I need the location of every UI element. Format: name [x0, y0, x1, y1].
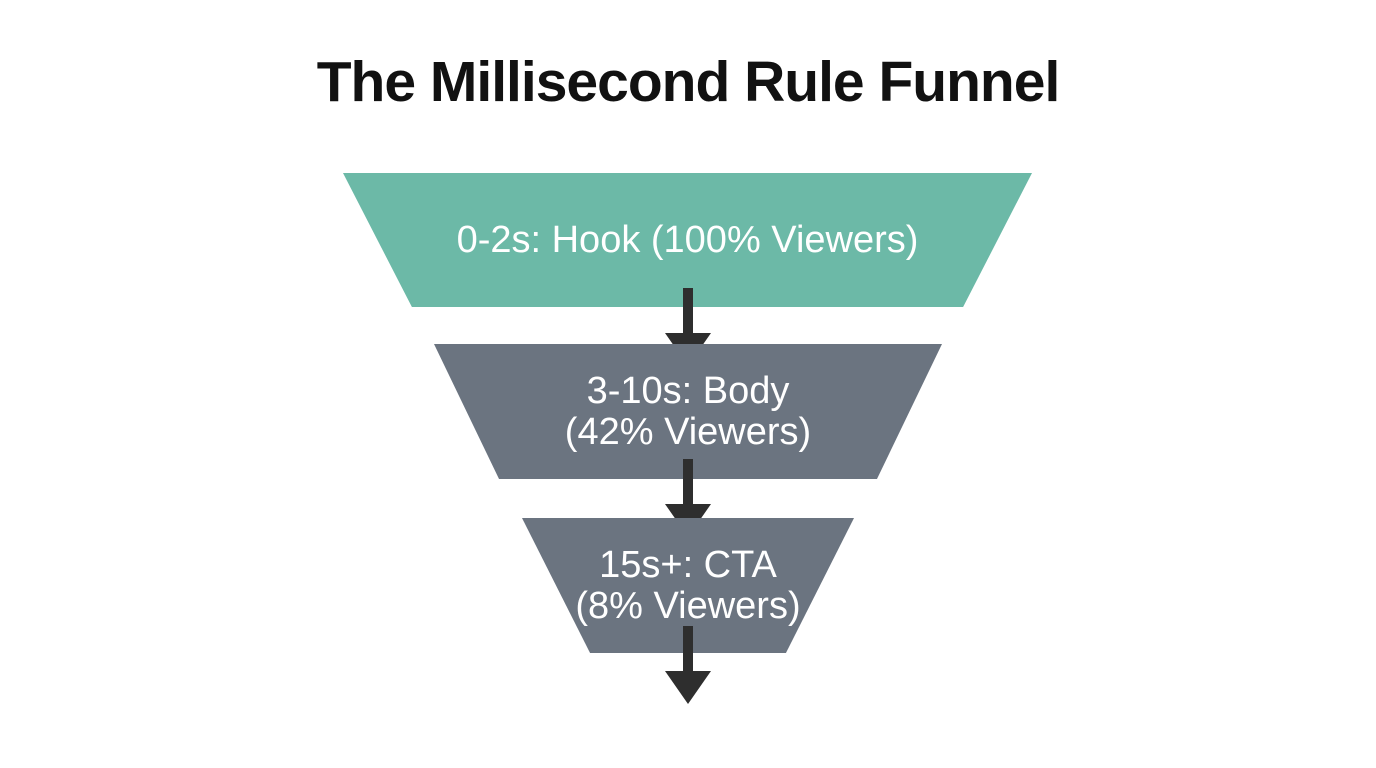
arrow-stem — [683, 459, 693, 509]
down-arrow-icon — [665, 626, 711, 704]
stage-label-line: (42% Viewers) — [564, 410, 812, 453]
stage-label-line: 15s+: CTA — [599, 543, 777, 586]
arrow-stem — [683, 288, 693, 338]
stage-label-line: (8% Viewers) — [575, 584, 801, 627]
page-title: The Millisecond Rule Funnel — [316, 50, 1061, 114]
funnel-stage-hook: 0-2s: Hook (100% Viewers) — [343, 173, 1032, 307]
arrow-head — [665, 671, 711, 704]
arrow-stem — [683, 626, 693, 676]
funnel-stage-body: 3-10s: Body (42% Viewers) — [434, 344, 942, 479]
stage-label-line: 3-10s: Body — [586, 369, 790, 412]
stage-label-line: 0-2s: Hook (100% Viewers) — [456, 218, 919, 261]
